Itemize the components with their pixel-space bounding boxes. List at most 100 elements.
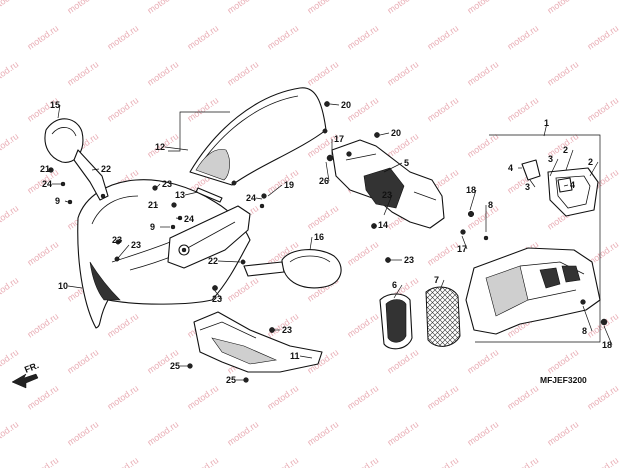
watermark-text: motod.ru (185, 23, 220, 52)
watermark-text: motod.ru (25, 383, 60, 412)
watermark-text: motod.ru (425, 95, 460, 124)
watermark-text: motod.ru (105, 455, 140, 468)
callout-23: 23 (112, 235, 122, 245)
front-direction-indicator: FR. (11, 360, 40, 389)
callout-21: 21 (40, 164, 50, 174)
callout-4: 4 (508, 163, 513, 173)
callout-22: 22 (208, 256, 218, 266)
leader-line (565, 149, 574, 171)
leader-line (117, 244, 130, 259)
leader-line (255, 197, 263, 200)
watermark-text: motod.ru (145, 419, 180, 448)
watermark-text: motod.ru (225, 419, 260, 448)
callout-4: 4 (570, 180, 575, 190)
watermark-text: motod.ru (0, 419, 20, 448)
leader-line (168, 111, 230, 152)
leader-line (582, 305, 593, 332)
lower-inner-cover (193, 311, 323, 373)
watermark-text: motod.ru (65, 0, 100, 16)
watermark-text: motod.ru (0, 0, 20, 16)
callout-24: 24 (184, 214, 194, 224)
watermark-text: motod.ru (345, 311, 380, 340)
watermark-text: motod.ru (505, 383, 540, 412)
watermark-text: motod.ru (545, 419, 580, 448)
watermark-text: motod.ru (425, 383, 460, 412)
air-duct (465, 247, 601, 335)
watermark-text: motod.ru (465, 0, 500, 16)
leader-line (469, 189, 477, 211)
grille-7 (425, 286, 461, 347)
leader-line (529, 179, 536, 188)
watermark-text: motod.ru (385, 0, 420, 16)
watermark-text: motod.ru (305, 59, 340, 88)
watermark-text: motod.ru (185, 455, 220, 468)
leader-line (214, 290, 223, 300)
leader-line (393, 284, 403, 299)
watermark-text: motod.ru (265, 23, 300, 52)
watermark-text: motod.ru (105, 311, 140, 340)
callout-10: 10 (58, 281, 68, 291)
watermark-text: motod.ru (65, 347, 100, 376)
watermark-text: motod.ru (305, 203, 340, 232)
leader-line (155, 183, 161, 189)
watermark-text: motod.ru (225, 59, 260, 88)
callout-26: 26 (319, 176, 329, 186)
leader-line (589, 161, 599, 177)
leader-line (329, 103, 340, 106)
callout-5: 5 (404, 158, 409, 168)
callout-25: 25 (170, 361, 180, 371)
watermark-text: motod.ru (185, 383, 220, 412)
watermark-text: motod.ru (25, 311, 60, 340)
callout-14: 14 (378, 220, 388, 230)
watermark-text: motod.ru (385, 419, 420, 448)
watermark-text: motod.ru (65, 59, 100, 88)
leader-line (217, 260, 241, 263)
leader-line (175, 217, 183, 220)
watermark-text: motod.ru (265, 383, 300, 412)
watermark-text: motod.ru (305, 0, 340, 16)
callout-9: 9 (55, 196, 60, 206)
upper-cowl (77, 179, 251, 329)
callout-2: 2 (588, 157, 593, 167)
callout-24: 24 (246, 193, 256, 203)
callout-19: 19 (284, 180, 294, 190)
watermark-text: motod.ru (305, 419, 340, 448)
leader-line (57, 104, 61, 119)
callout-8: 8 (488, 200, 493, 210)
diagram-code: MFJEF3200 (540, 375, 587, 385)
callout-2: 2 (563, 145, 568, 155)
leader-line (563, 184, 569, 187)
watermark-text: motod.ru (0, 347, 20, 376)
callout-12: 12 (155, 142, 165, 152)
callout-23: 23 (162, 179, 172, 189)
watermark-text: motod.ru (585, 455, 620, 468)
watermark-text: motod.ru (0, 59, 20, 88)
watermark-text: motod.ru (385, 347, 420, 376)
watermark-text: motod.ru (65, 419, 100, 448)
upper-stay-bracket (331, 139, 445, 229)
watermark-text: motod.ru (25, 239, 60, 268)
leader-line (67, 285, 83, 289)
callout-9: 9 (150, 222, 155, 232)
callout-11: 11 (290, 351, 300, 361)
watermark-text: motod.ru (425, 239, 460, 268)
mirror-left (44, 118, 109, 201)
callout-25: 25 (226, 375, 236, 385)
callout-22: 22 (101, 164, 111, 174)
leader-line (549, 158, 559, 177)
watermark-text: motod.ru (345, 455, 380, 468)
leader-line (299, 355, 313, 359)
leader-line (379, 132, 390, 136)
callout-7: 7 (434, 275, 439, 285)
watermark-text: motod.ru (585, 383, 620, 412)
part-13-rod (195, 187, 223, 203)
watermark-text: motod.ru (225, 0, 260, 16)
watermark-text: motod.ru (25, 23, 60, 52)
callout-24: 24 (42, 179, 52, 189)
callout-23: 23 (404, 255, 414, 265)
clip-4 (521, 159, 573, 193)
callout-20: 20 (341, 100, 351, 110)
watermark-text: motod.ru (0, 275, 20, 304)
callout-3: 3 (525, 182, 530, 192)
